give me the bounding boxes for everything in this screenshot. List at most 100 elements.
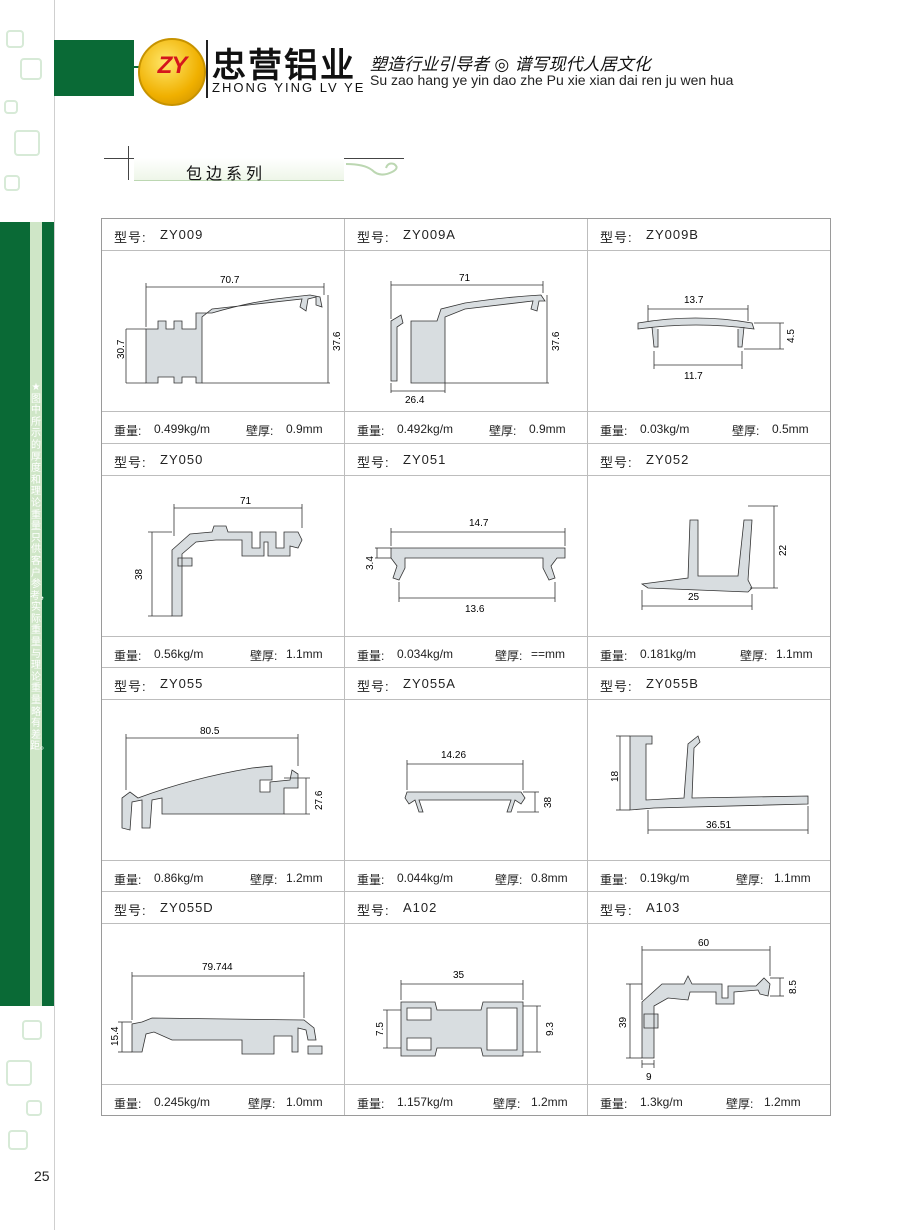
model-number: A103 [646,900,681,915]
section-swirl-ornament [345,162,398,176]
dimension-label: 15.4 [110,1026,121,1046]
thickness-value: 1.1mm [776,647,813,661]
decor-square [6,30,24,48]
weight-value: 0.56kg/m [154,647,204,661]
model-label: 型号: [114,903,147,918]
thickness-value: 0.5mm [772,422,809,436]
dimension-label: 26.4 [405,395,425,406]
profile-drawing: 80.5 27.6 [121,726,325,831]
model-row: 型号: ZY051 [345,444,587,476]
thickness-value: 1.2mm [286,871,323,885]
thickness-label: 壁厚: [248,1097,276,1111]
weight-value: 0.499kg/m [154,422,211,436]
product-cell: 型号: ZY009B 13.7 4.5 11.7 重量: 0.03kg/m 壁厚… [588,219,830,443]
dimension-label: 30.7 [116,339,127,359]
brand-name-en: ZHONG YING LV YE [212,80,366,95]
grid-line [102,667,830,668]
weight-label: 重量: [114,424,142,438]
dimension-label: 79.744 [202,962,233,973]
decor-square [20,58,42,80]
model-number: A102 [403,900,438,915]
dimension-label: 37.6 [332,331,343,351]
specs-row: 重量: 0.181kg/m 壁厚: 1.1mm [588,636,830,669]
dimension-label: 8.5 [788,980,799,994]
product-cell: 型号: ZY009 70.7 30.7 37.6 重量: 0.499kg/m 壁… [102,219,344,443]
profile-drawing: 70.7 30.7 37.6 [116,275,343,384]
decor-square [22,1020,42,1040]
model-label: 型号: [114,230,147,245]
slogan-cn: 塑造行业引导者 ◎ 谱写现代人居文化 [370,55,651,75]
brand-name-cn: 忠营铝业 [212,47,356,85]
header-separator [206,40,208,98]
specs-row: 重量: 0.492kg/m 壁厚: 0.9mm [345,411,587,444]
product-cell: 型号: ZY050 71 38 重量: 0.56kg/m 壁厚: 1.1mm [102,444,344,668]
profile-drawing: 71 38 [134,496,303,617]
dimension-label: 13.6 [465,604,485,615]
specs-row: 重量: 1.3kg/m 壁厚: 1.2mm [588,1084,830,1117]
header-green-bar [54,40,134,96]
model-label: 型号: [600,230,633,245]
weight-value: 0.181kg/m [640,647,697,661]
product-cell: 型号: ZY055B 18 36.51 重量: 0.19kg/m 壁厚: 1.1… [588,668,830,892]
product-catalog-table: 型号: ZY009 70.7 30.7 37.6 重量: 0.499kg/m 壁… [101,218,831,1116]
model-label: 型号: [114,455,147,470]
product-cell: 型号: ZY055D 79.744 15.4 重量: 0.245kg/m 壁厚:… [102,892,344,1116]
specs-row: 重量: 0.044kg/m 壁厚: 0.8mm [345,860,587,893]
model-row: 型号: ZY055 [102,668,344,700]
dimension-label: 4.5 [786,329,797,343]
model-number: ZY009A [403,227,456,242]
decor-square [4,175,20,191]
dimension-label: 70.7 [220,275,240,286]
dimension-label: 80.5 [200,726,220,737]
dimension-label: 37.6 [551,331,562,351]
model-row: 型号: ZY009 [102,219,344,251]
decor-square [14,130,40,156]
thickness-label: 壁厚: [736,873,764,887]
thickness-value: 1.1mm [774,871,811,885]
dimension-label: 71 [459,273,471,284]
thickness-value: 1.2mm [764,1095,801,1109]
thickness-label: 壁厚: [495,649,523,663]
brand-logo: ZY [138,38,206,106]
model-row: 型号: A103 [588,892,830,924]
side-green-band: ★图中所示的厚度和理论重量只供客户参考，实际重量与理论重量略有差距。 [0,222,54,1006]
model-label: 型号: [357,679,390,694]
weight-label: 重量: [357,424,385,438]
model-number: ZY052 [646,452,690,467]
dimension-label: 18 [610,770,621,782]
specs-row: 重量: 1.157kg/m 壁厚: 1.2mm [345,1084,587,1117]
weight-value: 0.19kg/m [640,871,690,885]
model-row: 型号: ZY009B [588,219,830,251]
specs-row: 重量: 0.499kg/m 壁厚: 0.9mm [102,411,344,444]
model-label: 型号: [600,679,633,694]
profile-drawing: 71 37.6 26.4 [390,273,562,406]
specs-row: 重量: 0.19kg/m 壁厚: 1.1mm [588,860,830,893]
weight-label: 重量: [114,649,142,663]
thickness-label: 壁厚: [726,1097,754,1111]
model-row: 型号: ZY052 [588,444,830,476]
thickness-label: 壁厚: [250,649,278,663]
specs-row: 重量: 0.03kg/m 壁厚: 0.5mm [588,411,830,444]
thickness-value: 0.8mm [531,871,568,885]
specs-row: 重量: 0.245kg/m 壁厚: 1.0mm [102,1084,344,1117]
slogan-pinyin: Su zao hang ye yin dao zhe Pu xie xian d… [370,72,734,88]
dimension-label: 39 [618,1016,629,1028]
dimension-label: 3.4 [365,556,376,570]
product-cell: 型号: A102 35 7.5 9.3 重量: 1.157kg/m 壁厚: 1.… [345,892,587,1116]
model-label: 型号: [600,903,633,918]
logo-text: ZY [157,52,188,79]
weight-label: 重量: [114,873,142,887]
weight-label: 重量: [600,424,628,438]
weight-label: 重量: [600,873,628,887]
product-cell: 型号: ZY055A 14.26 38 重量: 0.044kg/m 壁厚: 0.… [345,668,587,892]
product-cell: 型号: ZY052 22 25 重量: 0.181kg/m 壁厚: 1.1mm [588,444,830,668]
profile-drawing: 35 7.5 9.3 [375,970,556,1057]
weight-value: 1.3kg/m [640,1095,683,1109]
model-label: 型号: [114,679,147,694]
dimension-label: 14.26 [441,750,466,761]
model-row: 型号: A102 [345,892,587,924]
weight-label: 重量: [357,873,385,887]
profile-drawing: 22 25 [640,505,789,610]
model-number: ZY009B [646,227,699,242]
model-label: 型号: [600,455,633,470]
